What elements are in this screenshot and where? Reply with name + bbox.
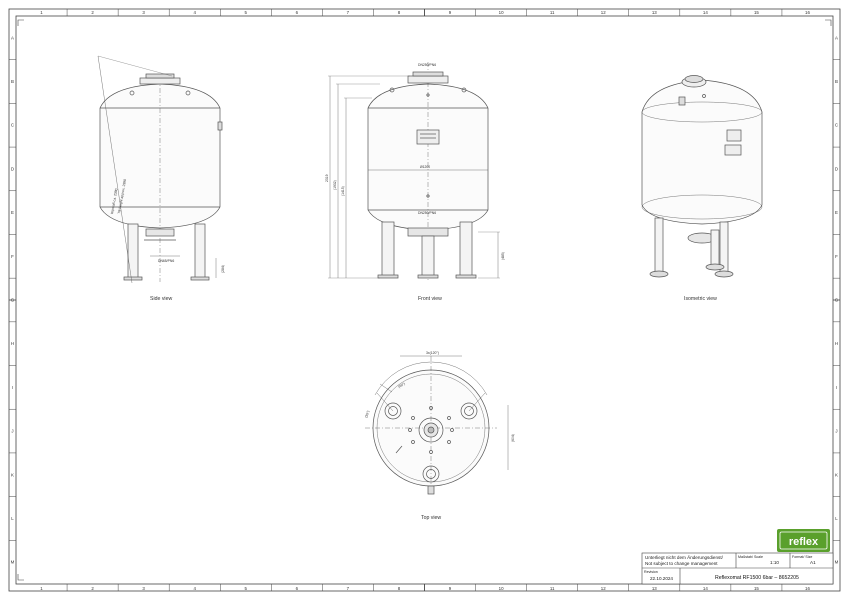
grid-row-label: J — [11, 429, 13, 434]
grid-row-label: J — [835, 429, 837, 434]
isometric-view-label: Isometric view — [684, 296, 717, 302]
scale-label: Maßstab/ Scale — [738, 555, 763, 559]
format-value: A1 — [810, 560, 816, 565]
side-bottom-flange-label: DN65/PN6 — [158, 259, 174, 263]
grid-row-label: M — [11, 560, 15, 565]
revision-date: 22.10.2024 — [650, 576, 673, 581]
grid-row-label: B — [11, 79, 14, 84]
top-angle-label: 3x(120°) — [426, 351, 439, 355]
logo-text: reflex — [789, 536, 819, 548]
grid-column-label: 6 — [296, 586, 299, 591]
side-leg-label: (284) — [221, 265, 225, 273]
grid-row-label: H — [835, 341, 838, 346]
front-diameter-label: Ø1200 — [420, 165, 430, 169]
grid-column-label: 15 — [754, 10, 759, 15]
grid-column-label: 16 — [805, 586, 810, 591]
front-view — [328, 62, 500, 282]
grid-column-label: 3 — [142, 586, 145, 591]
grid-column-label: 9 — [449, 10, 452, 15]
grid-column-label: 14 — [703, 10, 708, 15]
grid-column-label: 5 — [245, 586, 248, 591]
grid-row-label: E — [11, 210, 14, 215]
grid-column-label: 2 — [91, 10, 94, 15]
grid-column-label: 6 — [296, 10, 299, 15]
grid-row-label: I — [836, 385, 837, 390]
grid-column-label: 10 — [499, 586, 504, 591]
grid-row-label: F — [835, 254, 838, 259]
grid-row-label: K — [11, 472, 14, 477]
format-label: Format/ Size — [792, 555, 812, 559]
grid-row-label: A — [835, 35, 838, 40]
grid-column-label: 1 — [40, 586, 43, 591]
title-note-en: Not subject to change management — [645, 561, 718, 566]
grid-column-label: 13 — [652, 586, 657, 591]
grid-row-label: K — [835, 472, 838, 477]
side-tilt-label-en: Tilt height approx. 2390 — [117, 179, 127, 215]
grid-row-label: I — [12, 385, 13, 390]
top-dim-a: (60°) — [398, 382, 406, 389]
grid-column-label: 4 — [193, 586, 196, 591]
grid-column-label: 15 — [754, 586, 759, 591]
grid-row-label: E — [835, 210, 838, 215]
grid-column-label: 10 — [499, 10, 504, 15]
grid-column-label: 16 — [805, 10, 810, 15]
grid-row-label: M — [835, 560, 839, 565]
revision-label: Revision — [644, 570, 658, 574]
grid-column-label: 5 — [245, 10, 248, 15]
grid-column-label: 11 — [550, 10, 555, 15]
grid-column-label: 7 — [347, 586, 350, 591]
grid-row-label: B — [835, 79, 838, 84]
grid-row-label: F — [11, 254, 14, 259]
grid-column-label: 14 — [703, 586, 708, 591]
side-view-label: Side view — [150, 296, 172, 302]
grid-column-label: 4 — [193, 10, 196, 15]
title-block — [641, 552, 834, 585]
grid-row-label: L — [835, 516, 838, 521]
grid-column-label: 13 — [652, 10, 657, 15]
top-view-label: Top view — [421, 515, 441, 521]
product-title: Reflexomat RF1500 6bar – 8652205 — [715, 575, 799, 581]
grid-column-label: 3 — [142, 10, 145, 15]
isometric-view — [641, 75, 763, 278]
front-top-flange-label: DN250/PN6 — [418, 63, 436, 67]
title-note-de: Unterliegt nicht dem Änderungsdienst/ — [645, 554, 724, 560]
grid-column-label: 1 — [40, 10, 43, 15]
grid-column-label: 9 — [449, 586, 452, 591]
scale-value: 1:10 — [770, 560, 779, 565]
grid-row-label: D — [11, 166, 14, 171]
front-bottom-flange-label: DN250/PN6 — [418, 211, 436, 215]
grid-column-label: 7 — [347, 10, 350, 15]
grid-column-label: 8 — [398, 586, 401, 591]
grid-column-label: 12 — [601, 586, 606, 591]
top-dim-b: (35°) — [364, 410, 370, 418]
grid-column-label: 8 — [398, 10, 401, 15]
side-tilt-label: Kipmaß ca. 2390 — [110, 188, 118, 214]
front-leg-label: (485) — [501, 252, 505, 260]
grid-row-label: A — [11, 35, 14, 40]
top-dim-c: (604) — [511, 434, 515, 442]
front-height-2: (1932) — [333, 180, 337, 190]
front-total-height: 2319 — [325, 174, 329, 182]
grid-row-label: C — [835, 123, 838, 128]
side-view — [97, 55, 223, 284]
grid-column-label: 2 — [91, 586, 94, 591]
grid-row-label: D — [835, 166, 838, 171]
grid-row-label: L — [11, 516, 14, 521]
grid-row-label: H — [11, 341, 14, 346]
grid-column-label: 12 — [601, 10, 606, 15]
front-view-label: Front view — [418, 296, 442, 302]
front-height-3: (1415) — [341, 186, 345, 196]
grid-row-label: C — [11, 123, 14, 128]
top-view — [365, 355, 509, 495]
reflex-logo: reflex — [777, 529, 830, 552]
grid-column-label: 11 — [550, 586, 555, 591]
